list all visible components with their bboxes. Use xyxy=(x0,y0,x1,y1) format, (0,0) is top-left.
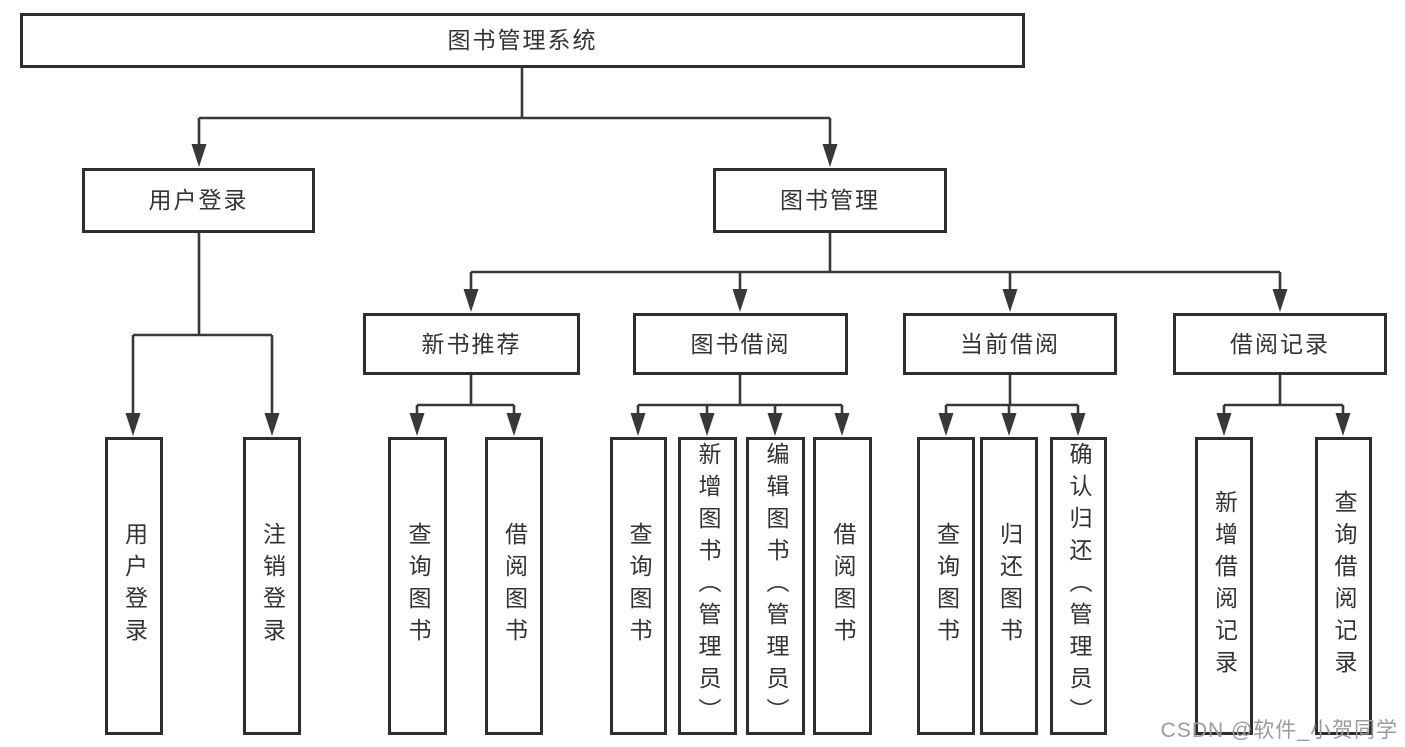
leaf-borrow-books: 借阅图书 xyxy=(813,437,872,735)
leaf-query-books-current: 查询图书 xyxy=(917,437,975,735)
leaf-query-books-current-label: 查询图书 xyxy=(933,522,960,650)
node-user-login: 用户登录 xyxy=(82,168,315,233)
leaf-borrow-books-recommend-label: 借阅图书 xyxy=(501,522,528,650)
leaf-add-book-admin: 新增图书（管理员） xyxy=(678,437,737,735)
leaf-logout-label: 注销登录 xyxy=(259,522,286,650)
leaf-query-books-borrow: 查询图书 xyxy=(610,437,667,735)
node-book-management-label: 图书管理 xyxy=(780,187,880,213)
node-new-book-recommend-label: 新书推荐 xyxy=(421,330,522,357)
leaf-return-books: 归还图书 xyxy=(980,437,1038,735)
node-new-book-recommend: 新书推荐 xyxy=(363,313,580,375)
leaf-query-books-recommend-label: 查询图书 xyxy=(405,522,431,650)
leaf-user-login: 用户登录 xyxy=(105,437,163,735)
leaf-confirm-return-admin-label: 确认归还（管理员） xyxy=(1066,442,1092,730)
node-current-borrow-label: 当前借阅 xyxy=(960,330,1060,357)
leaf-confirm-return-admin: 确认归还（管理员） xyxy=(1050,437,1107,735)
node-current-borrow: 当前借阅 xyxy=(903,313,1117,375)
leaf-query-borrow-record: 查询借阅记录 xyxy=(1315,437,1372,735)
node-book-borrow-label: 图书借阅 xyxy=(690,330,791,357)
leaf-add-borrow-record-label: 新增借阅记录 xyxy=(1211,490,1238,682)
leaf-borrow-books-label: 借阅图书 xyxy=(830,522,856,650)
leaf-query-borrow-record-label: 查询借阅记录 xyxy=(1331,490,1357,682)
node-book-management: 图书管理 xyxy=(713,168,947,233)
csdn-watermark: CSDN @软件_小贺同学 xyxy=(1160,719,1398,742)
leaf-edit-book-admin-label: 编辑图书（管理员） xyxy=(763,442,789,730)
node-root-label: 图书管理系统 xyxy=(447,27,598,53)
leaf-query-books-recommend: 查询图书 xyxy=(388,437,447,735)
leaf-add-book-admin-label: 新增图书（管理员） xyxy=(695,442,721,730)
node-borrow-records-label: 借阅记录 xyxy=(1230,330,1330,357)
leaf-return-books-label: 归还图书 xyxy=(996,522,1023,650)
leaf-edit-book-admin: 编辑图书（管理员） xyxy=(746,437,805,735)
node-borrow-records: 借阅记录 xyxy=(1173,313,1387,375)
leaf-query-books-borrow-label: 查询图书 xyxy=(626,522,652,650)
leaf-borrow-books-recommend: 借阅图书 xyxy=(485,437,543,735)
node-user-login-label: 用户登录 xyxy=(148,187,249,213)
leaf-logout: 注销登录 xyxy=(243,437,301,735)
leaf-add-borrow-record: 新增借阅记录 xyxy=(1195,437,1253,735)
leaf-user-login-label: 用户登录 xyxy=(121,522,148,650)
node-book-borrow: 图书借阅 xyxy=(633,313,848,375)
node-root: 图书管理系统 xyxy=(20,13,1025,68)
